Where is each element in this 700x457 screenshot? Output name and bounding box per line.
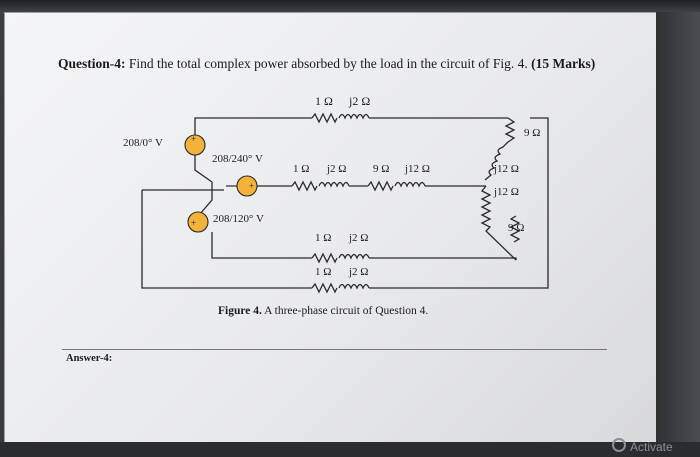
source-c-plus: + xyxy=(191,218,196,228)
wire-source-a xyxy=(194,154,213,183)
resistor-mid-1 xyxy=(291,180,318,192)
question-title: Question-4: Find the total complex power… xyxy=(58,56,595,72)
label-top-r: 1 Ω xyxy=(315,94,333,108)
label-mid-r1: 1 Ω xyxy=(293,163,310,175)
question-text: Find the total complex power absorbed by… xyxy=(125,56,532,71)
label-low1-r: 1 Ω xyxy=(315,232,332,244)
activate-icon xyxy=(612,438,626,452)
label-top-x: j2 Ω xyxy=(349,94,371,108)
label-low2-r: 1 Ω xyxy=(315,266,332,278)
resistor-low1 xyxy=(311,252,338,264)
label-load-x-top: j12 Ω xyxy=(494,163,519,175)
question-marks: (15 Marks) xyxy=(531,56,596,71)
wire-lower-left xyxy=(141,190,312,289)
wire-source-b xyxy=(199,182,213,215)
bottom-edge-shadow xyxy=(0,442,700,457)
source-a-plus: + xyxy=(191,134,196,144)
wire-low1-right xyxy=(369,257,517,260)
source-b: + xyxy=(226,175,258,197)
top-shadow xyxy=(0,0,700,14)
resistor-top xyxy=(311,112,338,124)
label-mid-x2: j12 Ω xyxy=(405,163,430,175)
answer-label: Answer-4: xyxy=(66,353,113,364)
wire-low1-left xyxy=(211,232,312,259)
figure-caption: Figure 4. A three-phase circuit of Quest… xyxy=(218,305,428,317)
label-load-x-mid: j12 Ω xyxy=(494,186,519,198)
source-c: + xyxy=(187,211,209,233)
resistor-low2 xyxy=(311,282,338,294)
inductor-mid-1 xyxy=(318,181,350,188)
resistor-load-right xyxy=(509,215,521,243)
inductor-load-top xyxy=(484,141,509,181)
resistor-mid-2 xyxy=(367,180,394,192)
resistor-load-top xyxy=(504,117,516,143)
figure-label: Figure 4. xyxy=(218,305,262,317)
inductor-low1 xyxy=(338,253,370,260)
label-mid-x1: j2 Ω xyxy=(327,163,347,175)
label-mid-r2: 9 Ω xyxy=(373,163,390,175)
source-b-plus: + xyxy=(249,181,254,191)
wire-top xyxy=(194,117,312,138)
source-b-label: 208/240° V xyxy=(212,153,263,165)
source-a-label: 208/0° V xyxy=(123,137,163,149)
question-number: Question-4: xyxy=(58,56,126,71)
inductor-low2 xyxy=(338,283,370,290)
inductor-top xyxy=(338,113,370,120)
wire-low2-right xyxy=(369,117,549,289)
activate-watermark: Activate xyxy=(630,440,673,454)
source-a: + xyxy=(184,134,206,156)
resistor-load-bot xyxy=(480,185,517,261)
source-c-label: 208/120° V xyxy=(213,213,264,225)
answer-divider xyxy=(62,349,607,350)
label-low1-x: j2 Ω xyxy=(349,232,369,244)
inductor-mid-2 xyxy=(394,181,426,188)
label-load-r-top: 9 Ω xyxy=(524,127,541,139)
label-load-r-bot: 9 Ω xyxy=(508,222,525,234)
right-edge-shadow xyxy=(656,12,700,457)
label-low2-x: j2 Ω xyxy=(349,266,369,278)
figure-caption-text: A three-phase circuit of Question 4. xyxy=(261,305,429,317)
